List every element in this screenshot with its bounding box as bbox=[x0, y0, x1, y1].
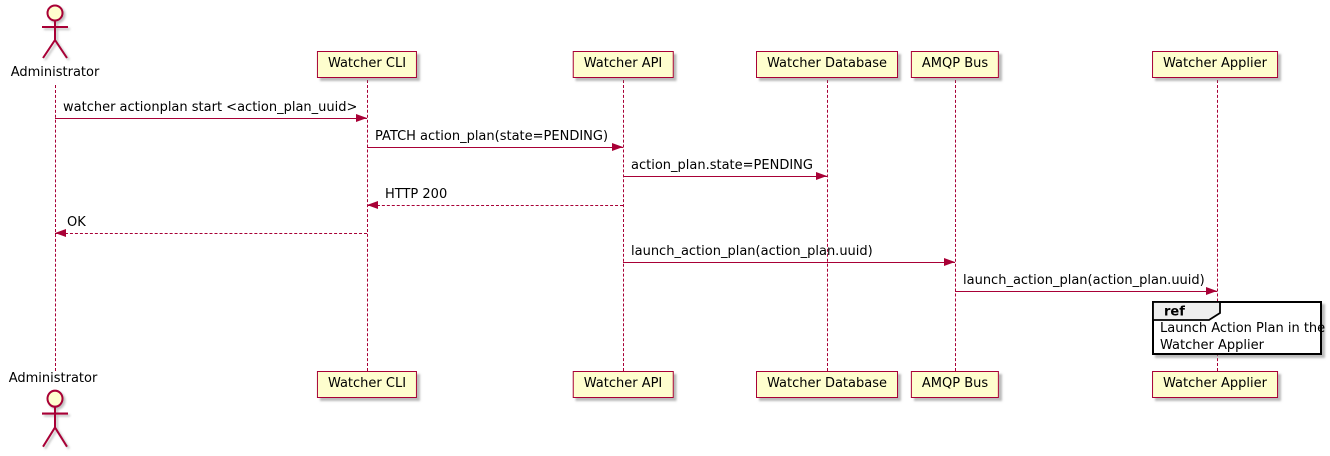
lifeline-watcher-api bbox=[623, 80, 624, 371]
participant-bottom-watcher-api: Watcher API bbox=[572, 371, 674, 398]
message-line-1 bbox=[55, 118, 367, 119]
arrowhead-left-icon bbox=[367, 201, 378, 209]
message-line-3 bbox=[623, 176, 827, 177]
arrowhead-right-icon bbox=[944, 258, 955, 266]
lifeline-watcher-database bbox=[827, 80, 828, 371]
arrowhead-right-icon bbox=[1206, 287, 1217, 295]
message-label-4: HTTP 200 bbox=[385, 187, 448, 202]
participant-bottom-watcher-cli: Watcher CLI bbox=[316, 371, 418, 398]
participant-bottom-watcher-database: Watcher Database bbox=[756, 371, 898, 398]
arrowhead-right-icon bbox=[816, 172, 827, 180]
message-label-2: PATCH action_plan(state=PENDING) bbox=[375, 129, 609, 144]
ref-text-line-2: Watcher Applier bbox=[1160, 338, 1264, 353]
message-line-6 bbox=[623, 262, 955, 263]
participant-bottom-watcher-applier: Watcher Applier bbox=[1152, 371, 1278, 398]
participant-top-watcher-api: Watcher API bbox=[572, 51, 674, 78]
message-line-5 bbox=[55, 233, 367, 234]
message-line-4 bbox=[367, 205, 623, 206]
participant-bottom-amqp-bus: AMQP Bus bbox=[910, 371, 1000, 398]
participant-top-watcher-applier: Watcher Applier bbox=[1152, 51, 1278, 78]
participant-top-amqp-bus: AMQP Bus bbox=[910, 51, 1000, 78]
lifeline-administrator bbox=[55, 85, 56, 371]
message-label-1: watcher actionplan start <action_plan_uu… bbox=[63, 100, 358, 115]
lifeline-amqp-bus bbox=[955, 80, 956, 371]
lifeline-watcher-cli bbox=[367, 80, 368, 371]
arrowhead-left-icon bbox=[55, 229, 66, 237]
arrowhead-right-icon bbox=[356, 114, 367, 122]
ref-fragment: ref Launch Action Plan in the Watcher Ap… bbox=[1152, 301, 1326, 355]
actor-icon bbox=[42, 389, 68, 448]
actor-label-top: Administrator bbox=[10, 65, 100, 80]
actor-label-bottom: Administrator bbox=[8, 371, 98, 386]
ref-header-shape: ref bbox=[1152, 301, 1221, 321]
message-line-7 bbox=[955, 291, 1217, 292]
participant-top-watcher-cli: Watcher CLI bbox=[316, 51, 418, 78]
participant-top-watcher-database: Watcher Database bbox=[756, 51, 898, 78]
ref-keyword: ref bbox=[1164, 305, 1185, 320]
ref-text-line-1: Launch Action Plan in the bbox=[1160, 321, 1326, 336]
message-line-2 bbox=[367, 147, 623, 148]
message-label-6: launch_action_plan(action_plan.uuid) bbox=[631, 244, 873, 259]
arrowhead-right-icon bbox=[612, 143, 623, 151]
message-label-7: launch_action_plan(action_plan.uuid) bbox=[963, 273, 1205, 288]
lifeline-watcher-applier bbox=[1217, 80, 1218, 371]
actor-icon bbox=[42, 4, 68, 59]
message-label-3: action_plan.state=PENDING bbox=[631, 158, 813, 173]
message-label-5: OK bbox=[67, 215, 86, 230]
